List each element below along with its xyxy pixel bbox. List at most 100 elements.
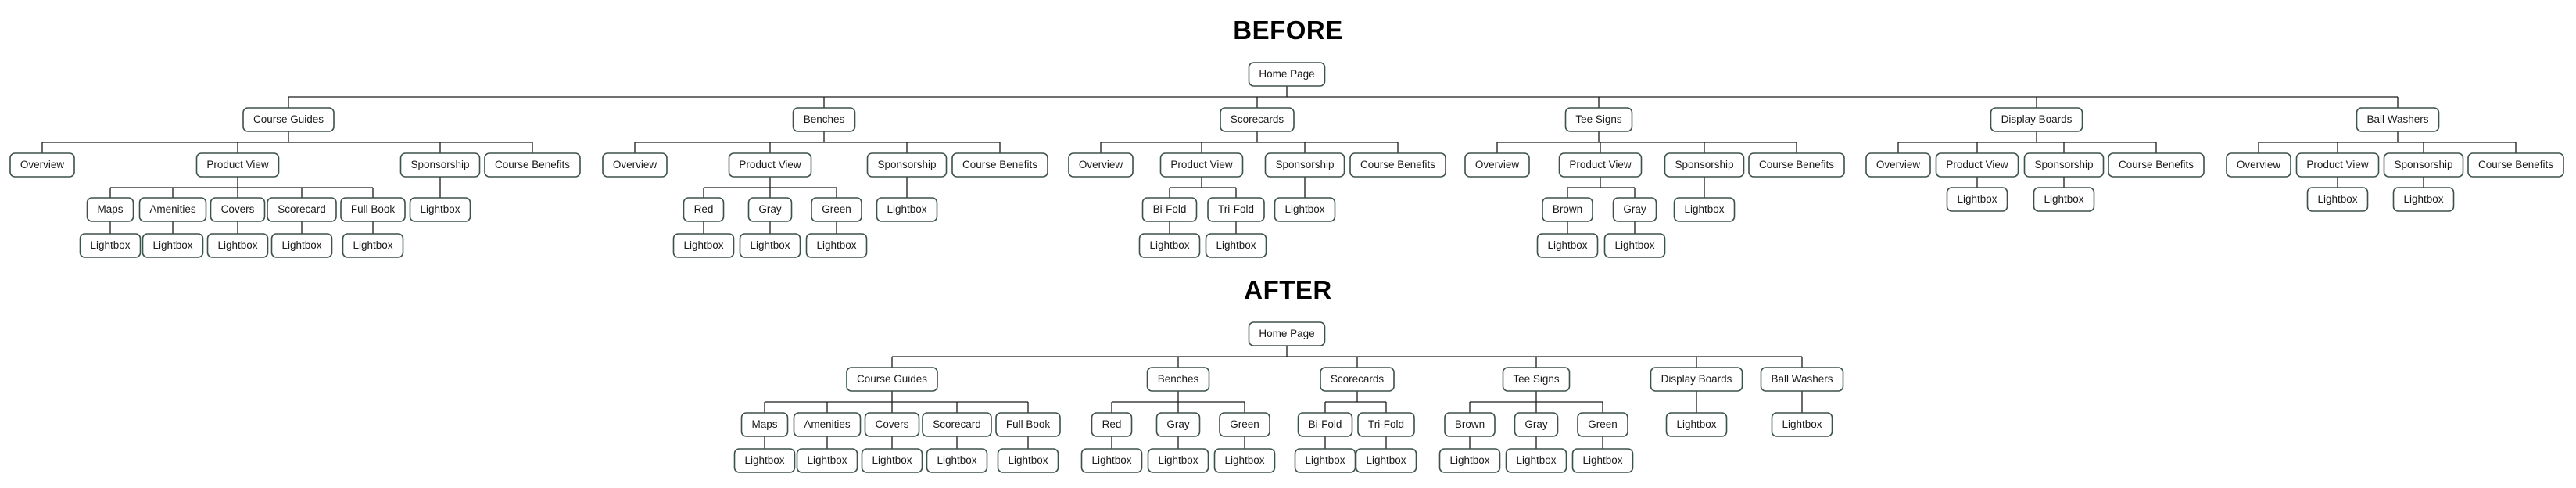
node-label: Tee Signs	[1575, 113, 1622, 125]
node-label: Lightbox	[1149, 239, 1189, 251]
node-box	[1146, 367, 1210, 392]
node-sponsorship: Sponsorship	[2383, 152, 2464, 178]
node-lightbox: Lightbox	[79, 233, 142, 258]
node-product-view: Product View	[1935, 152, 2019, 178]
node-box	[399, 152, 481, 178]
node-label: Lightbox	[1449, 454, 1489, 466]
node-bi-fold: Bi-Fold	[1141, 197, 1198, 222]
node-box	[2226, 152, 2291, 178]
node-course-guides: Course Guides	[242, 107, 335, 132]
node-lightbox: Lightbox	[733, 448, 796, 473]
node-lightbox: Lightbox	[1213, 448, 1276, 473]
node-label: Benches	[804, 113, 845, 125]
node-label: Lightbox	[353, 239, 392, 251]
node-lightbox: Lightbox	[796, 448, 858, 473]
node-box	[79, 233, 142, 258]
node-gray: Gray	[1612, 197, 1657, 222]
node-lightbox: Lightbox	[1571, 448, 1634, 473]
node-label: Amenities	[804, 418, 851, 430]
node-course-benefits: Course Benefits	[2467, 152, 2564, 178]
node-label: Product View	[1170, 159, 1233, 170]
node-gray: Gray	[747, 197, 793, 222]
node-box	[2306, 187, 2369, 212]
node-label: Sponsorship	[2034, 159, 2093, 170]
node-box	[342, 233, 404, 258]
node-label: Overview	[613, 159, 657, 170]
node-label: Lightbox	[1008, 454, 1048, 466]
node-box	[861, 448, 923, 473]
node-box	[864, 412, 920, 437]
node-box	[1505, 448, 1567, 473]
node-label: Lightbox	[2317, 193, 2357, 205]
node-label: Lightbox	[1516, 454, 1556, 466]
node-lightbox: Lightbox	[1673, 197, 1736, 222]
node-box	[672, 233, 735, 258]
node-box	[2023, 152, 2105, 178]
node-label: Sponsorship	[1675, 159, 1733, 170]
node-label: Lightbox	[2403, 193, 2443, 205]
node-green: Green	[1219, 412, 1270, 437]
node-box	[1577, 412, 1628, 437]
node-red: Red	[683, 197, 725, 222]
node-label: Home Page	[1259, 68, 1314, 80]
node-lightbox: Lightbox	[342, 233, 404, 258]
node-lightbox: Lightbox	[2033, 187, 2095, 212]
node-sponsorship: Sponsorship	[866, 152, 948, 178]
before-connector-lines	[41, 86, 2517, 234]
node-box	[1444, 412, 1496, 437]
node-box	[195, 152, 280, 178]
node-label: Course Guides	[857, 373, 927, 385]
node-box	[1946, 187, 2008, 212]
node-lightbox: Lightbox	[926, 448, 988, 473]
node-box	[1355, 448, 1417, 473]
node-maps: Maps	[740, 412, 789, 437]
node-full-book: Full Book	[340, 197, 406, 222]
node-green: Green	[1577, 412, 1628, 437]
node-lightbox: Lightbox	[142, 233, 204, 258]
node-course-benefits: Course Benefits	[1349, 152, 1446, 178]
node-sponsorship: Sponsorship	[399, 152, 481, 178]
node-box	[1320, 367, 1395, 392]
node-box	[2356, 107, 2440, 132]
node-label: Amenities	[149, 203, 196, 215]
node-label: Green	[1588, 418, 1618, 430]
node-course-benefits: Course Benefits	[2108, 152, 2205, 178]
node-label: Red	[1102, 418, 1122, 430]
node-full-book: Full Book	[995, 412, 1061, 437]
node-lightbox: Lightbox	[997, 448, 1059, 473]
node-lightbox: Lightbox	[1147, 448, 1209, 473]
node-label: Maps	[97, 203, 123, 215]
node-box	[1935, 152, 2019, 178]
node-label: Lightbox	[750, 239, 790, 251]
node-box	[1603, 233, 1666, 258]
node-display-boards: Display Boards	[1650, 367, 1743, 392]
node-label: Overview	[2237, 159, 2281, 170]
node-overview: Overview	[9, 152, 75, 178]
after-connector-lines	[764, 346, 1803, 449]
node-label: Lightbox	[1582, 454, 1622, 466]
node-label: Lightbox	[420, 203, 460, 215]
node-label: Lightbox	[217, 239, 257, 251]
node-home-page: Home Page	[1248, 321, 1326, 346]
node-tee-signs: Tee Signs	[1502, 367, 1571, 392]
node-box	[2108, 152, 2205, 178]
node-benches: Benches	[792, 107, 856, 132]
node-course-benefits: Course Benefits	[1748, 152, 1845, 178]
node-lightbox: Lightbox	[1294, 448, 1356, 473]
node-scorecard: Scorecard	[922, 412, 992, 437]
node-label: Red	[694, 203, 714, 215]
node-box	[728, 152, 812, 178]
node-box	[733, 448, 796, 473]
node-label: Lightbox	[887, 203, 926, 215]
node-label: Display Boards	[2001, 113, 2073, 125]
node-label: Sponsorship	[410, 159, 469, 170]
node-box	[1760, 367, 1844, 392]
node-box	[1091, 412, 1133, 437]
node-label: Tri-Fold	[1218, 203, 1254, 215]
node-home-page: Home Page	[1248, 62, 1326, 87]
node-amenities: Amenities	[138, 197, 207, 222]
node-product-view: Product View	[2295, 152, 2380, 178]
node-label: Lightbox	[872, 454, 912, 466]
